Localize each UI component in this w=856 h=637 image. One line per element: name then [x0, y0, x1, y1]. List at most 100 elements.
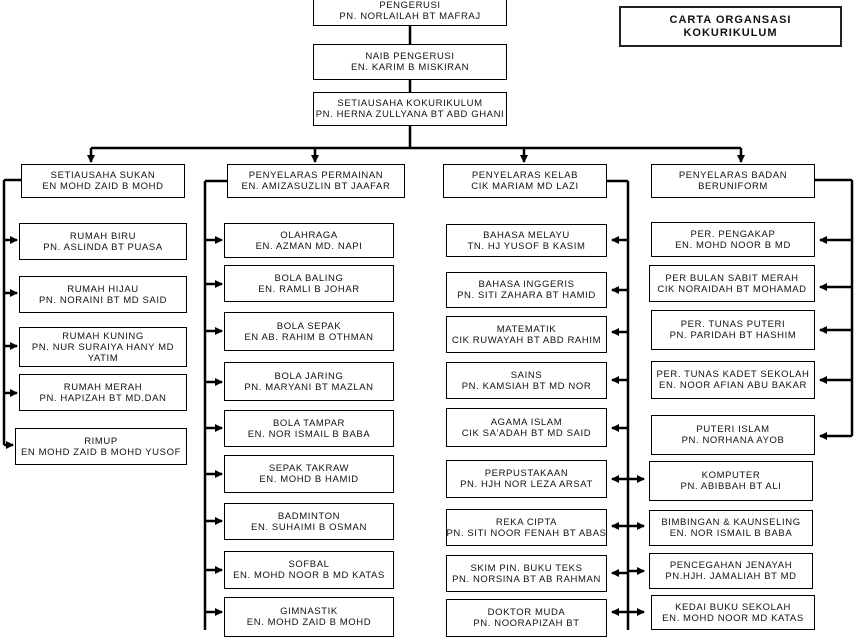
node-penyelaras-badan-beruniform: PENYELARAS BADAN BERUNIFORM	[651, 164, 815, 198]
node-role: KOMPUTER	[701, 470, 761, 481]
node-name: CIK NORAIDAH BT MOHAMAD	[657, 283, 807, 295]
node-name: PN. PARIDAH BT HASHIM	[669, 330, 797, 341]
node-role: SETIAUSAHA KOKURIKULUM	[337, 98, 483, 109]
node-role: BAHASA MELAYU	[483, 229, 570, 241]
node-role: RUMAH KUNING	[62, 330, 144, 342]
node-name: PN. HJH NOR LEZA ARSAT	[460, 479, 593, 490]
node-role: SKIM PIN. BUKU TEKS	[470, 562, 583, 574]
node-name: EN. NOOR AFIAN ABU BAKAR	[659, 380, 807, 391]
node-role: BOLA TAMPAR	[272, 417, 346, 429]
node-badminton: BADMINTON EN. SUHAIMI B OSMAN	[224, 503, 394, 540]
node-name: EN. MOHD NOOR MD KATAS	[662, 612, 804, 624]
node-name: EN. AMIZASUZLIN BT JAAFAR	[241, 181, 391, 192]
node-reka-cipta: REKA CIPTA PN. SITI NOOR FENAH BT ABAS	[446, 509, 607, 546]
node-role: BOLA JARING	[274, 370, 344, 382]
node-name: EN. MOHD ZAID B MOHD	[246, 617, 372, 628]
node-name: TN. HJ YUSOF B KASIM	[467, 240, 586, 252]
node-role: RUMAH HIJAU	[67, 283, 139, 295]
node-rumah-merah: RUMAH MERAH PN. HAPIZAH BT MD.DAN	[19, 374, 187, 411]
node-setiausaha-kokurikulum: SETIAUSAHA KOKURIKULUM PN. HERNA ZULLYAN…	[313, 92, 507, 126]
node-role: BOLA SEPAK	[276, 320, 342, 332]
node-role: PENYELARAS PERMAINAN	[248, 170, 384, 181]
node-rumah-kuning: RUMAH KUNING PN. NUR SURAIYA HANY MD YAT…	[19, 327, 187, 367]
node-role: OLAHRAGA	[280, 229, 338, 241]
node-name: CIK RUWAYAH BT ABD RAHIM	[451, 334, 602, 346]
node-name: EN MOHD ZAID B MOHD	[42, 181, 164, 192]
node-role: MATEMATIK	[496, 323, 557, 335]
node-name: PN. SITI ZAHARA BT HAMID	[457, 290, 596, 301]
node-name: EN. NOR ISMAIL B BABA	[247, 428, 371, 440]
node-name: PN. NORAINI BT MD SAID	[38, 294, 168, 306]
node-role: SEPAK TAKRAW	[268, 463, 350, 474]
node-role: PENYELARAS KELAB	[471, 170, 579, 181]
node-gimnastik: GIMNASTIK EN. MOHD ZAID B MOHD	[224, 597, 394, 637]
node-role: SETIAUSAHA SUKAN	[50, 170, 156, 181]
node-perpustakaan: PERPUSTAKAAN PN. HJH NOR LEZA ARSAT	[446, 460, 607, 498]
node-role: NAIB PENGERUSI	[365, 51, 455, 62]
node-bimbingan-kaunseling: BIMBINGAN & KAUNSELING EN. NOR ISMAIL B …	[649, 510, 813, 546]
node-setiausaha-sukan: SETIAUSAHA SUKAN EN MOHD ZAID B MOHD	[21, 164, 185, 198]
node-puteri-islam: PUTERI ISLAM PN. NORHANA AYOB	[651, 415, 815, 455]
node-sofbal: SOFBAL EN. MOHD NOOR B MD KATAS	[224, 551, 394, 589]
node-name: EN. MOHD NOOR B MD	[675, 239, 791, 251]
node-role: REKA CIPTA	[495, 516, 558, 528]
node-kedai-buku-sekolah: KEDAI BUKU SEKOLAH EN. MOHD NOOR MD KATA…	[651, 595, 815, 630]
node-name: PN. NOORAPIZAH BT	[473, 618, 580, 629]
node-skim-pin-buku-teks: SKIM PIN. BUKU TEKS PN. NORSINA BT AB RA…	[446, 555, 607, 592]
node-agama-islam: AGAMA ISLAM CIK SA'ADAH BT MD SAID	[446, 408, 607, 447]
node-olahraga: OLAHRAGA EN. AZMAN MD. NAPI	[224, 223, 394, 258]
node-name: PN. NORLAILAH BT MAFRAJ	[339, 11, 481, 22]
node-name-continued: YATIM	[87, 352, 119, 364]
node-penyelaras-kelab: PENYELARAS KELAB CIK MARIAM MD LAZI	[443, 164, 607, 198]
node-bola-jaring: BOLA JARING PN. MARYANI BT MAZLAN	[224, 362, 394, 401]
node-naib-pengerusi: NAIB PENGERUSI EN. KARIM B MISKIRAN	[313, 44, 507, 80]
node-role: PER BULAN SABIT MERAH	[665, 272, 799, 284]
node-name: PN. KAMSIAH BT MD NOR	[461, 380, 592, 392]
node-bola-baling: BOLA BALING EN. RAMLI B JOHAR	[224, 265, 394, 302]
node-role: PENYELARAS BADAN	[678, 170, 788, 181]
node-name: PN. NUR SURAIYA HANY MD	[31, 341, 175, 353]
node-name: EN. MOHD NOOR B MD KATAS	[233, 570, 385, 581]
node-pengerusi: PENGERUSI PN. NORLAILAH BT MAFRAJ	[313, 0, 507, 26]
node-name: PN. NORSINA BT AB RAHMAN	[452, 573, 601, 585]
node-role: SAINS	[510, 369, 543, 381]
node-role: BIMBINGAN & KAUNSELING	[661, 517, 801, 528]
node-name: EN. SUHAIMI B OSMAN	[251, 521, 367, 533]
node-name: EN. MOHD B HAMID	[259, 474, 359, 485]
node-name: CIK SA'ADAH BT MD SAID	[461, 427, 592, 439]
node-role: SOFBAL	[288, 559, 330, 570]
node-rumah-biru: RUMAH BIRU PN. ASLINDA BT PUASA	[19, 223, 187, 260]
node-name: PN.HJH. JAMALIAH BT MD	[665, 571, 797, 582]
node-komputer: KOMPUTER PN. ABIBBAH BT ALI	[649, 461, 813, 501]
node-bahasa-inggeris: BAHASA INGGERIS PN. SITI ZAHARA BT HAMID	[446, 272, 607, 308]
node-name: EN MOHD ZAID B MOHD YUSOF	[21, 446, 181, 458]
node-name: PN. NORHANA AYOB	[681, 435, 785, 446]
node-per-tunas-puteri: PER. TUNAS PUTERI PN. PARIDAH BT HASHIM	[651, 310, 815, 350]
node-pencegahan-jenayah: PENCEGAHAN JENAYAH PN.HJH. JAMALIAH BT M…	[649, 553, 813, 589]
node-role: KEDAI BUKU SEKOLAH	[675, 601, 791, 613]
node-name: PN. ASLINDA BT PUASA	[43, 241, 163, 253]
chart-title-box: CARTA ORGANSASI KOKURIKULUM	[619, 6, 842, 47]
node-role: RUMAH BIRU	[69, 230, 137, 242]
node-name: EN. KARIM B MISKIRAN	[350, 62, 470, 73]
node-name: PN. HERNA ZULLYANA BT ABD GHANI	[315, 109, 505, 120]
node-role: PER. TUNAS KADET SEKOLAH	[656, 369, 810, 380]
node-role: BOLA BALING	[274, 272, 344, 284]
node-sepak-takraw: SEPAK TAKRAW EN. MOHD B HAMID	[224, 455, 394, 493]
node-name: EN. AZMAN MD. NAPI	[255, 240, 363, 252]
node-name: PN. MARYANI BT MAZLAN	[244, 381, 374, 393]
node-role: RIMUP	[84, 435, 118, 447]
node-bola-sepak: BOLA SEPAK EN AB. RAHIM B OTHMAN	[224, 312, 394, 351]
node-doktor-muda: DOKTOR MUDA PN. NOORAPIZAH BT	[446, 599, 607, 637]
node-name: EN AB. RAHIM B OTHMAN	[244, 331, 374, 343]
node-name: PN. ABIBBAH BT ALI	[680, 481, 782, 492]
node-role: PER. TUNAS PUTERI	[680, 319, 786, 330]
node-sains: SAINS PN. KAMSIAH BT MD NOR	[446, 362, 607, 399]
node-per-pengakap: PER. PENGAKAP EN. MOHD NOOR B MD	[651, 222, 815, 257]
node-bahasa-melayu: BAHASA MELAYU TN. HJ YUSOF B KASIM	[446, 224, 607, 257]
node-name: PN. SITI NOOR FENAH BT ABAS	[446, 527, 607, 539]
chart-title-line2: KOKURIKULUM	[683, 26, 778, 39]
node-per-bulan-sabit-merah: PER BULAN SABIT MERAH CIK NORAIDAH BT MO…	[649, 265, 815, 302]
node-name: CIK MARIAM MD LAZI	[471, 181, 579, 192]
